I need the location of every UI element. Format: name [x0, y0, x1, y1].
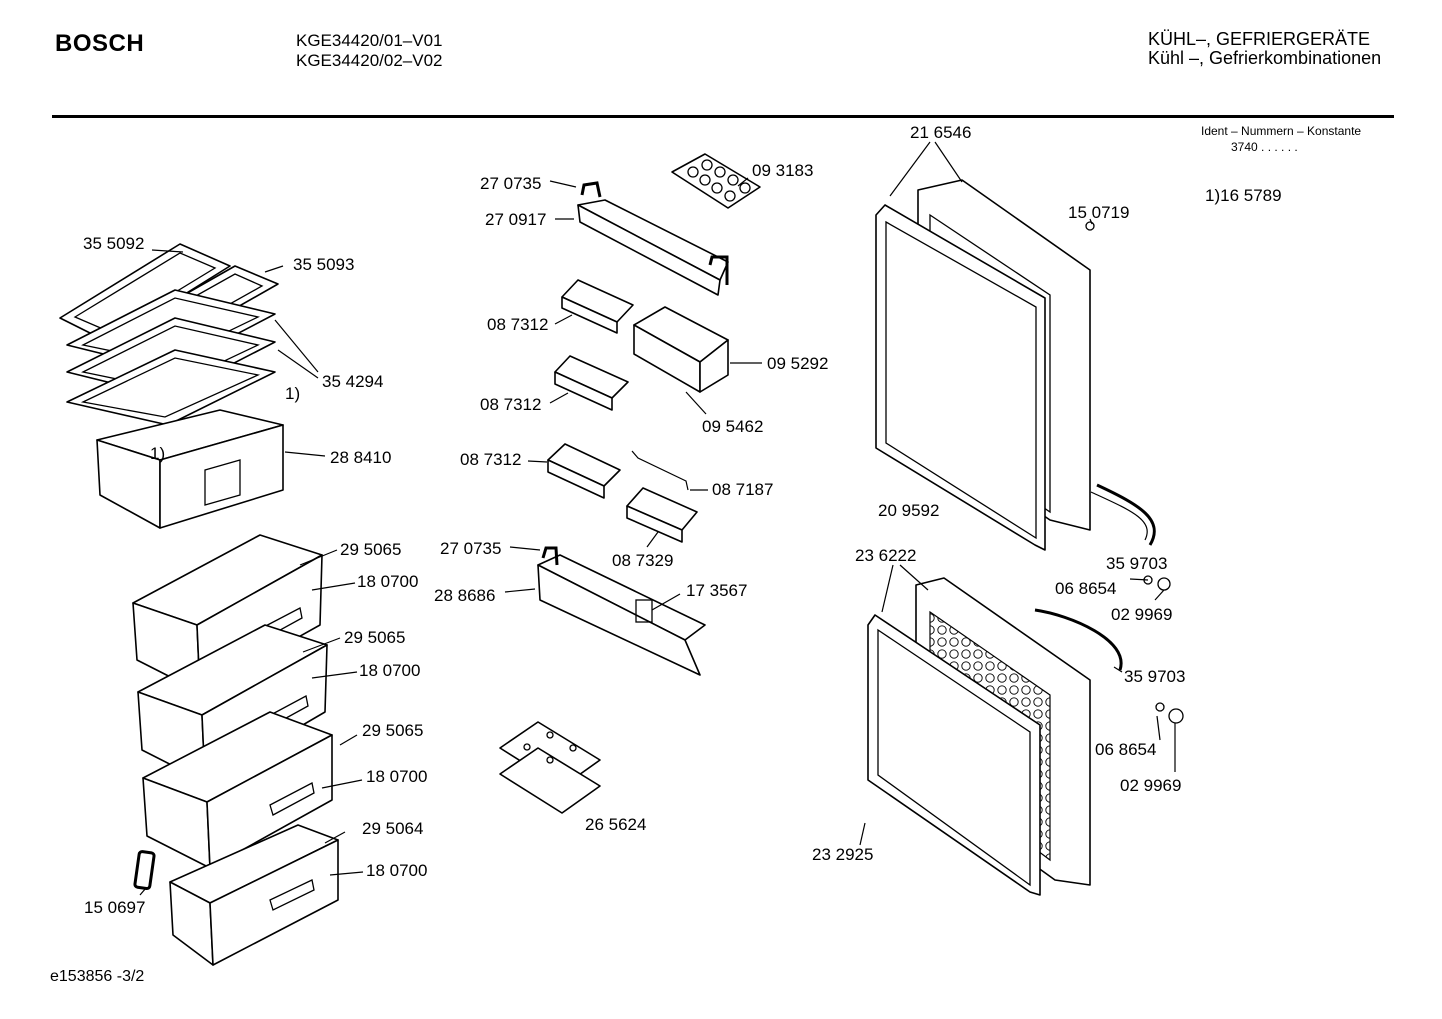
appliance-subcategory: Kühl –, Gefrierkombinationen [1148, 48, 1382, 68]
handle-cable [1090, 491, 1148, 541]
part-label: 02 9969 [1120, 776, 1181, 795]
part-label: 09 5462 [702, 417, 763, 436]
part-label: 09 3183 [752, 161, 813, 180]
crisper-cover-bin [96, 409, 284, 529]
part-label: 08 7312 [487, 315, 548, 334]
ident-label: Ident – Nummern – Konstante [1201, 124, 1362, 138]
model-number-1: KGE34420/01–V01 [296, 31, 443, 50]
part-label: 29 5065 [362, 721, 423, 740]
part-label: 26 5624 [585, 815, 646, 834]
part-label: 18 0700 [357, 572, 418, 591]
door-bin-small [547, 443, 621, 499]
cold-pack [499, 721, 601, 814]
screw-cap [1157, 577, 1171, 591]
part-label: 28 8686 [434, 586, 495, 605]
crisper-drawer [142, 711, 333, 869]
header-rule [52, 115, 1394, 118]
part-label: 15 0719 [1068, 203, 1129, 222]
cap-part [1085, 221, 1095, 231]
drawing-reference: e153856 -3/2 [50, 968, 145, 985]
part-label: 09 5292 [767, 354, 828, 373]
model-number-2: KGE34420/02–V02 [296, 51, 443, 70]
door-shelf-top [577, 181, 729, 296]
part-label: 06 8654 [1055, 579, 1116, 598]
part-label: 35 4294 [322, 372, 383, 391]
brand-logo: BOSCH [55, 30, 145, 57]
door-bin-small [561, 279, 634, 334]
appliance-category: KÜHL–, GEFRIERGERÄTE [1148, 29, 1371, 49]
part-label: 18 0700 [366, 861, 427, 880]
part-label: 18 0700 [366, 767, 427, 786]
footnote-part: 1)16 5789 [1205, 186, 1282, 205]
part-label: 06 8654 [1095, 740, 1156, 759]
part-label: 35 9703 [1124, 667, 1185, 686]
screw-icon [1155, 702, 1165, 712]
part-label: 27 0917 [485, 210, 546, 229]
door-bin-large [633, 306, 729, 393]
handle-cable [1096, 483, 1156, 546]
part-label: 29 5064 [362, 819, 423, 838]
crisper-drawer [169, 824, 339, 966]
freezer-handle [1034, 608, 1123, 671]
shelf-frame [66, 349, 276, 426]
part-label: 23 2925 [812, 845, 873, 864]
part-label: 35 9703 [1106, 554, 1167, 573]
part-label: 27 0735 [480, 174, 541, 193]
door-bin-small [554, 355, 629, 411]
part-label: 23 6222 [855, 546, 916, 565]
part-label: 20 9592 [878, 501, 939, 520]
part-label: 35 5092 [83, 234, 144, 253]
part-label: 28 8410 [330, 448, 391, 467]
part-label: 08 7312 [460, 450, 521, 469]
freezer-door-gasket [867, 614, 1041, 896]
ident-value: 3740 . . . . . . [1231, 140, 1298, 154]
part-labels: 35 5092 35 5093 35 4294 1) 1) 28 8410 29… [83, 123, 1185, 917]
egg-tray [671, 153, 761, 209]
door-shelf-bottom [537, 546, 706, 676]
screw-cap [1168, 708, 1184, 724]
part-label: 17 3567 [686, 581, 747, 600]
clip-part [133, 850, 156, 891]
part-label: 02 9969 [1111, 605, 1172, 624]
part-label: 1) [150, 444, 165, 463]
part-label: 15 0697 [84, 898, 145, 917]
part-label: 18 0700 [359, 661, 420, 680]
part-label: 29 5065 [340, 540, 401, 559]
part-label: 35 5093 [293, 255, 354, 274]
fridge-door-gasket [875, 204, 1046, 551]
wire-rod [631, 450, 689, 491]
part-label: 1) [285, 384, 300, 403]
part-label: 27 0735 [440, 539, 501, 558]
part-label: 08 7329 [612, 551, 673, 570]
part-label: 08 7312 [480, 395, 541, 414]
door-bin-small [626, 487, 698, 543]
part-label: 21 6546 [910, 123, 971, 142]
part-label: 08 7187 [712, 480, 773, 499]
part-label: 29 5065 [344, 628, 405, 647]
leader-lines [139, 141, 1176, 896]
